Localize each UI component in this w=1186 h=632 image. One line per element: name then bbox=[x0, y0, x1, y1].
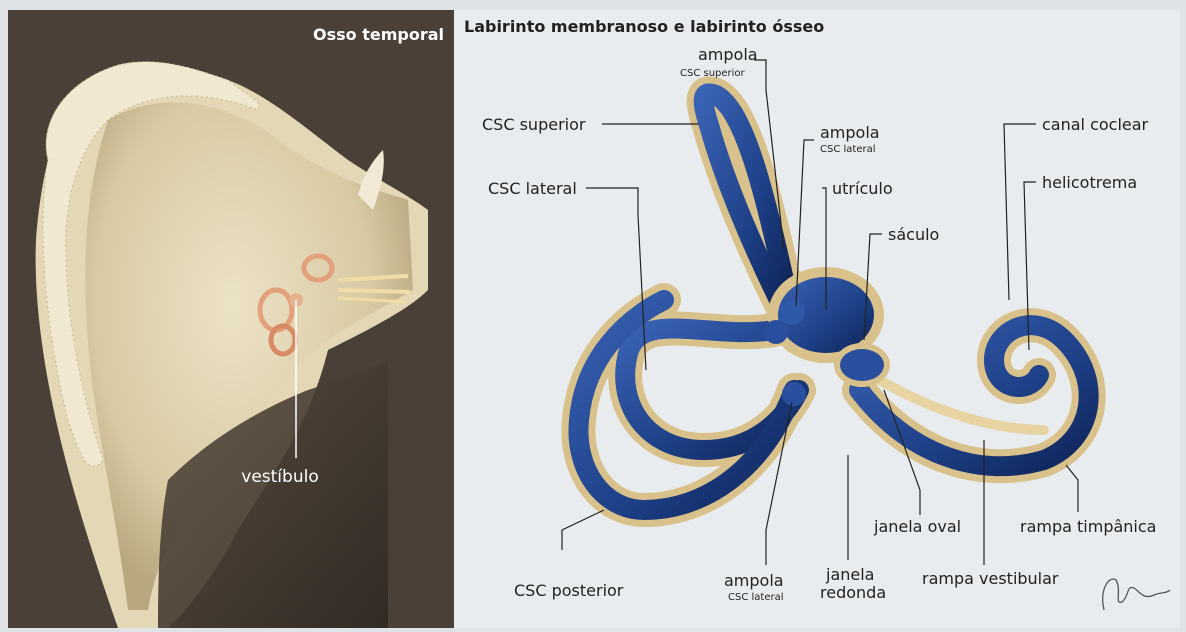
label-janela-redonda-2: redonda bbox=[820, 583, 886, 602]
vestibulo-label: vestíbulo bbox=[241, 467, 318, 487]
label-saculo: sáculo bbox=[888, 225, 939, 244]
label-canal-coclear: canal coclear bbox=[1042, 115, 1149, 134]
label-ampola-lateral-mid: ampola bbox=[820, 123, 880, 142]
label-rampa-vestibular: rampa vestibular bbox=[922, 569, 1059, 588]
label-csc-superior: CSC superior bbox=[482, 115, 586, 134]
label-janela-redonda-1: janela bbox=[825, 565, 874, 584]
right-panel-labyrinth: Labirinto membranoso e labirinto ósseo bbox=[454, 10, 1180, 628]
left-panel-title: Osso temporal bbox=[313, 25, 444, 44]
temporal-bone-illustration: vestíbulo Osso temporal bbox=[8, 10, 454, 628]
label-ampola-lateral-bottom: ampola bbox=[724, 571, 784, 590]
label-ampola-superior-sub: CSC superior bbox=[680, 68, 746, 79]
label-csc-lateral: CSC lateral bbox=[488, 179, 577, 198]
label-ampola-superior: ampola bbox=[698, 45, 758, 64]
label-ampola-lateral-mid-sub: CSC lateral bbox=[820, 144, 876, 155]
label-janela-oval: janela oval bbox=[873, 517, 961, 536]
right-panel-title: Labirinto membranoso e labirinto ósseo bbox=[464, 17, 824, 36]
labyrinth-diagram: Labirinto membranoso e labirinto ósseo bbox=[454, 10, 1180, 628]
label-ampola-lateral-bottom-sub: CSC lateral bbox=[728, 592, 784, 603]
labyrinth-structure bbox=[578, 93, 1088, 510]
label-helicotrema: helicotrema bbox=[1042, 173, 1137, 192]
artist-signature bbox=[1103, 579, 1170, 610]
label-utriculo: utrículo bbox=[832, 179, 893, 198]
label-rampa-timpanica: rampa timpânica bbox=[1020, 517, 1156, 536]
label-csc-posterior: CSC posterior bbox=[514, 581, 624, 600]
left-panel-temporal-bone: vestíbulo Osso temporal bbox=[8, 10, 454, 628]
